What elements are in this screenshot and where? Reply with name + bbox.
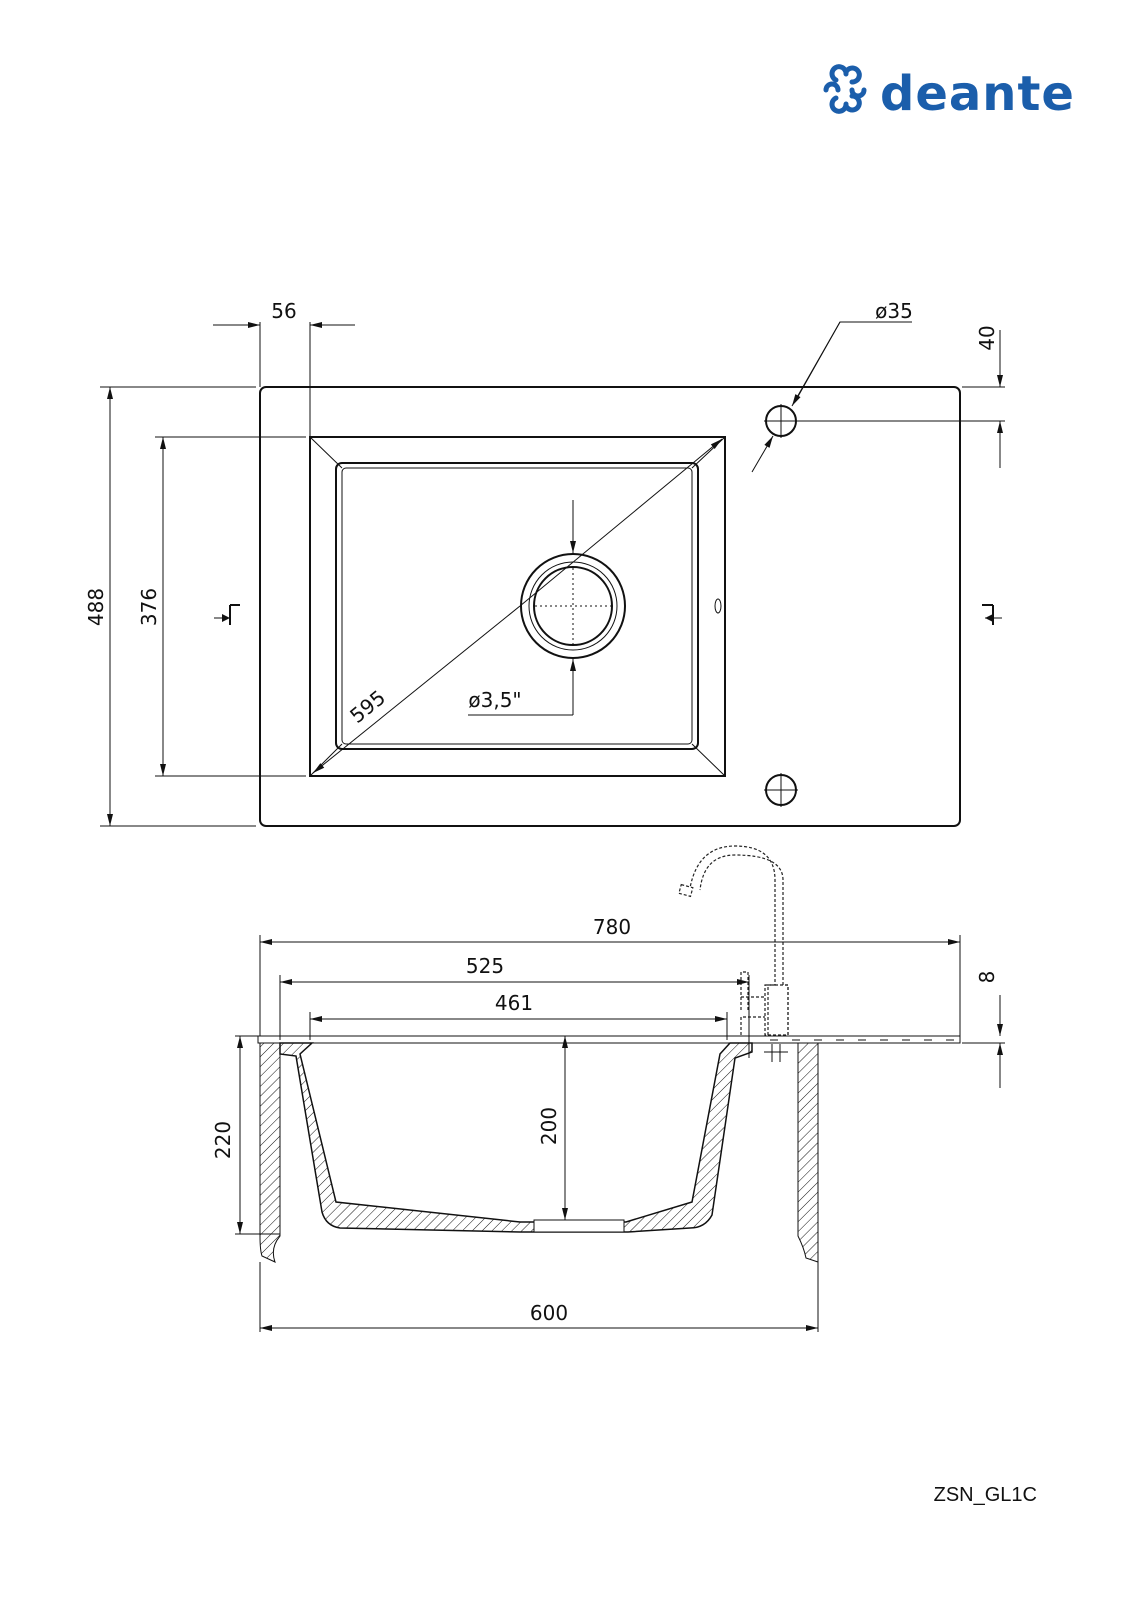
dim-bowl-height: 200 xyxy=(537,1107,561,1145)
dimension-rim-thickness: 8 xyxy=(962,971,1005,1088)
dim-overall-height: 220 xyxy=(211,1121,235,1159)
overflow-icon xyxy=(714,598,722,614)
dimension-bowl-depth: 376 xyxy=(137,436,306,777)
dim-rim-offset: 56 xyxy=(271,299,296,323)
dimension-overall-height: 220 xyxy=(211,1035,280,1235)
dim-overall-width: 780 xyxy=(593,915,631,939)
dim-bowl-depth: 376 xyxy=(137,588,161,626)
dim-bowl-diagonal: 595 xyxy=(345,685,390,728)
tap-hole-icon xyxy=(764,404,1005,438)
cabinet-wall-left xyxy=(259,1042,281,1263)
sink-outline xyxy=(259,386,961,827)
brand-wordmark: deante xyxy=(880,66,1075,122)
top-view: 56 ø35 40 488 376 xyxy=(84,299,1005,827)
section-mark-right-icon xyxy=(982,604,1002,625)
bowl-section xyxy=(279,1042,753,1233)
drain-icon xyxy=(520,553,626,659)
dimension-bowl-inner-width: 461 xyxy=(309,991,728,1040)
dim-drain-diameter: ø3,5" xyxy=(468,688,521,712)
dimension-cabinet-width: 600 xyxy=(259,1262,819,1332)
dim-rim-thickness: 8 xyxy=(975,971,999,984)
bowl-floor-edge xyxy=(341,467,693,745)
countertop-line xyxy=(257,1035,961,1044)
product-code: ZSN_GL1C xyxy=(934,1484,1037,1506)
bowl-inner xyxy=(335,462,699,750)
cabinet-wall-right xyxy=(797,1042,819,1263)
dim-tap-hole-diameter: ø35 xyxy=(875,299,913,323)
dimension-tap-hole-diameter: ø35 xyxy=(751,299,913,473)
dimension-rim-offset: 56 xyxy=(213,299,355,437)
bowl-corner-chamfers xyxy=(309,436,726,777)
dimension-bowl-height: 200 xyxy=(537,1036,568,1220)
tap-bolt-icon xyxy=(764,1044,788,1062)
dim-bowl-outer-width: 525 xyxy=(466,954,504,978)
drain-section xyxy=(533,1219,625,1233)
dim-cabinet-width: 600 xyxy=(530,1301,568,1325)
dimension-bowl-diagonal: 595 xyxy=(312,438,723,774)
logo-mark-icon xyxy=(823,64,867,114)
dimension-overall-depth: 488 xyxy=(84,386,256,827)
brand-logo: deante xyxy=(823,64,1075,122)
faucet-icon xyxy=(678,845,789,1036)
tap-hole-alt-icon xyxy=(764,773,798,807)
dimension-drain-diameter: ø3,5" xyxy=(468,500,576,716)
dim-bowl-inner-width: 461 xyxy=(495,991,533,1015)
dim-tap-hole-offset: 40 xyxy=(975,325,999,350)
section-mark-left-icon xyxy=(214,604,240,625)
side-view: 780 525 461 8 220 xyxy=(211,845,1005,1332)
dimension-overall-width: 780 xyxy=(259,915,961,1036)
dimension-bowl-outer-width: 525 xyxy=(279,954,750,1058)
dim-overall-depth: 488 xyxy=(84,588,108,626)
dimension-tap-hole-offset: 40 xyxy=(962,325,1005,468)
bowl-rim xyxy=(309,436,726,777)
